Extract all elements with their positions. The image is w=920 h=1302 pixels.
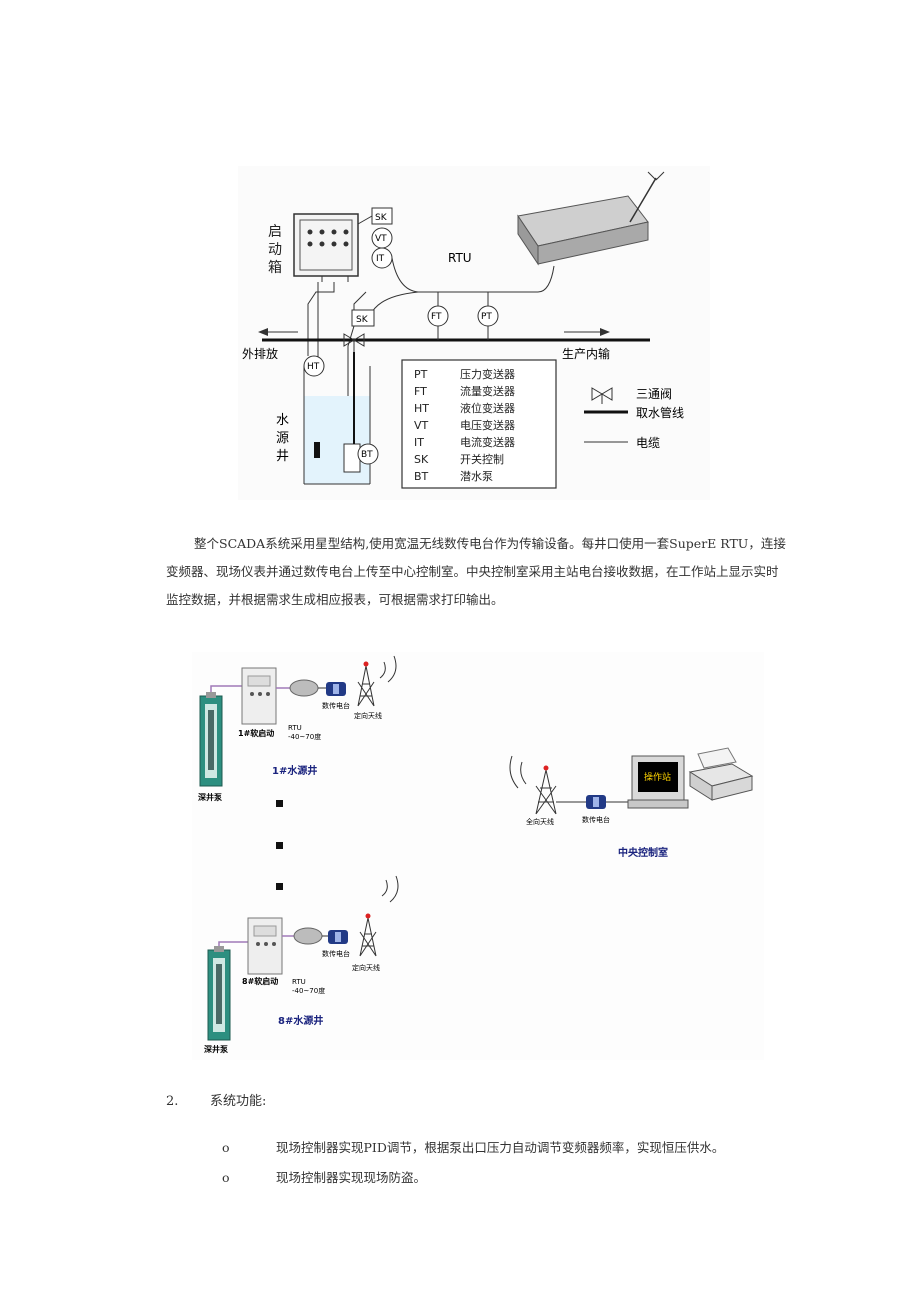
well1-group — [199, 655, 397, 787]
pt-label: PT — [481, 312, 492, 322]
well8-name: 8#水源井 — [278, 1014, 323, 1027]
feature-list: o 现场控制器实现PID调节，根据泵出口压力自动调节变频器频率，实现恒压供水。 … — [222, 1133, 724, 1193]
legend-code-bt: BT — [414, 470, 429, 483]
symbol-legend-cable: 电缆 — [636, 436, 660, 450]
legend-desc-sk: 开关控制 — [460, 452, 504, 466]
ft-label: FT — [431, 312, 442, 322]
well1-rtu — [289, 679, 319, 697]
center-radio-label: 数传电台 — [582, 815, 610, 824]
well8-temp-label: -40~70度 — [292, 986, 325, 995]
well-label-3: 井 — [276, 449, 289, 464]
legend-rows: PT 压力变送器 FT 流量变送器 HT 液位变送器 VT 电压变送器 IT 电… — [414, 367, 515, 483]
start-box-label-2: 动 — [268, 242, 282, 258]
well-label-2: 源 — [276, 431, 289, 446]
section-title: 系统功能: — [210, 1094, 267, 1109]
list-item: o 现场控制器实现现场防盗。 — [222, 1163, 724, 1193]
ellipsis-square-3 — [276, 883, 283, 890]
paragraph-text: 整个SCADA系统采用星型结构,使用宽温无线数传电台作为传输设备。每井口使用一套… — [166, 536, 786, 607]
well1-starter-label: 1#软启动 — [238, 728, 274, 738]
list-item: o 现场控制器实现PID调节，根据泵出口压力自动调节变频器频率，实现恒压供水。 — [222, 1133, 724, 1163]
legend-code-sk: SK — [414, 453, 429, 466]
well1-temp-label: -40~70度 — [288, 732, 321, 741]
bullet-text: 现场控制器实现PID调节，根据泵出口压力自动调节变频器频率，实现恒压供水。 — [276, 1140, 725, 1155]
well-label-1: 水 — [276, 413, 289, 428]
legend-desc-it: 电流变送器 — [460, 435, 515, 449]
sk-label-top: SK — [375, 213, 388, 223]
well8-rtu — [293, 927, 323, 945]
network-topology-diagram: 1#软启动 RTU -40~70度 数传电台 定向天线 1#水源井 深井泵 8#… — [192, 652, 764, 1060]
water-well — [303, 352, 371, 485]
well1-radio-label: 数传电台 — [322, 701, 350, 710]
legend-desc-ht: 液位变送器 — [460, 401, 515, 415]
bt-sensor — [357, 443, 379, 465]
well8-group — [207, 875, 399, 1041]
legend-box — [401, 359, 557, 489]
rtu-label: RTU — [448, 251, 472, 265]
legend-code-it: IT — [414, 436, 424, 449]
center-name: 中央控制室 — [618, 846, 668, 859]
well1-name: 1#水源井 — [272, 764, 317, 777]
well8-starter-label: 8#软启动 — [242, 976, 278, 986]
ellipsis-square-1 — [276, 800, 283, 807]
symbol-legend — [584, 387, 628, 443]
well1-pump-label: 深井泵 — [198, 792, 222, 802]
legend-desc-pt: 压力变送器 — [460, 367, 515, 381]
well1-antenna-label: 定向天线 — [354, 711, 382, 720]
bullet-mark: o — [222, 1170, 230, 1185]
vt-label: VT — [375, 234, 387, 244]
well1-rtu-label: RTU — [288, 724, 302, 732]
ht-label: HT — [307, 362, 320, 372]
description-paragraph: 整个SCADA系统采用星型结构,使用宽温无线数传电台作为传输设备。每井口使用一套… — [166, 530, 786, 614]
bt-label: BT — [361, 450, 373, 460]
bullet-mark: o — [222, 1140, 230, 1155]
sk-sensor-pipe — [351, 309, 375, 327]
center-antenna-label: 全向天线 — [526, 817, 554, 826]
ellipsis-square-2 — [276, 842, 283, 849]
legend-desc-ft: 流量变送器 — [460, 384, 515, 398]
sk-label-pipe: SK — [356, 315, 369, 325]
start-box — [293, 213, 359, 282]
three-way-valve — [343, 333, 365, 352]
start-box-label-1: 启 — [268, 224, 282, 240]
right-flow-label: 生产内输 — [562, 346, 610, 361]
start-box-label-3: 箱 — [268, 260, 282, 276]
well8-pump-label: 深井泵 — [204, 1044, 228, 1054]
scada-field-diagram: 启 动 箱 SK VT IT RTU 外排放 生产内输 SK FT PT — [238, 166, 710, 500]
legend-code-ht: HT — [414, 402, 429, 415]
symbol-legend-valve: 三通阀 — [636, 387, 672, 401]
legend-code-pt: PT — [414, 368, 428, 381]
legend-code-ft: FT — [414, 385, 427, 398]
rtu-device — [517, 171, 665, 266]
central-group — [509, 747, 754, 815]
legend-desc-vt: 电压变送器 — [460, 418, 515, 432]
bullet-text: 现场控制器实现现场防盗。 — [276, 1170, 427, 1185]
well8-rtu-label: RTU — [292, 978, 306, 986]
well8-radio-label: 数传电台 — [322, 949, 350, 958]
section-number: 2. — [166, 1094, 179, 1109]
it-label: IT — [376, 254, 385, 264]
legend-code-vt: VT — [414, 419, 429, 432]
symbol-legend-pipe: 取水管线 — [636, 405, 684, 420]
left-flow-label: 外排放 — [242, 346, 278, 361]
legend-desc-bt: 潜水泵 — [460, 469, 493, 483]
center-screen-label: 操作站 — [644, 771, 671, 783]
ht-sensor — [303, 355, 325, 377]
section-heading: 2. 系统功能: — [166, 1090, 266, 1109]
well8-antenna-label: 定向天线 — [352, 963, 380, 972]
